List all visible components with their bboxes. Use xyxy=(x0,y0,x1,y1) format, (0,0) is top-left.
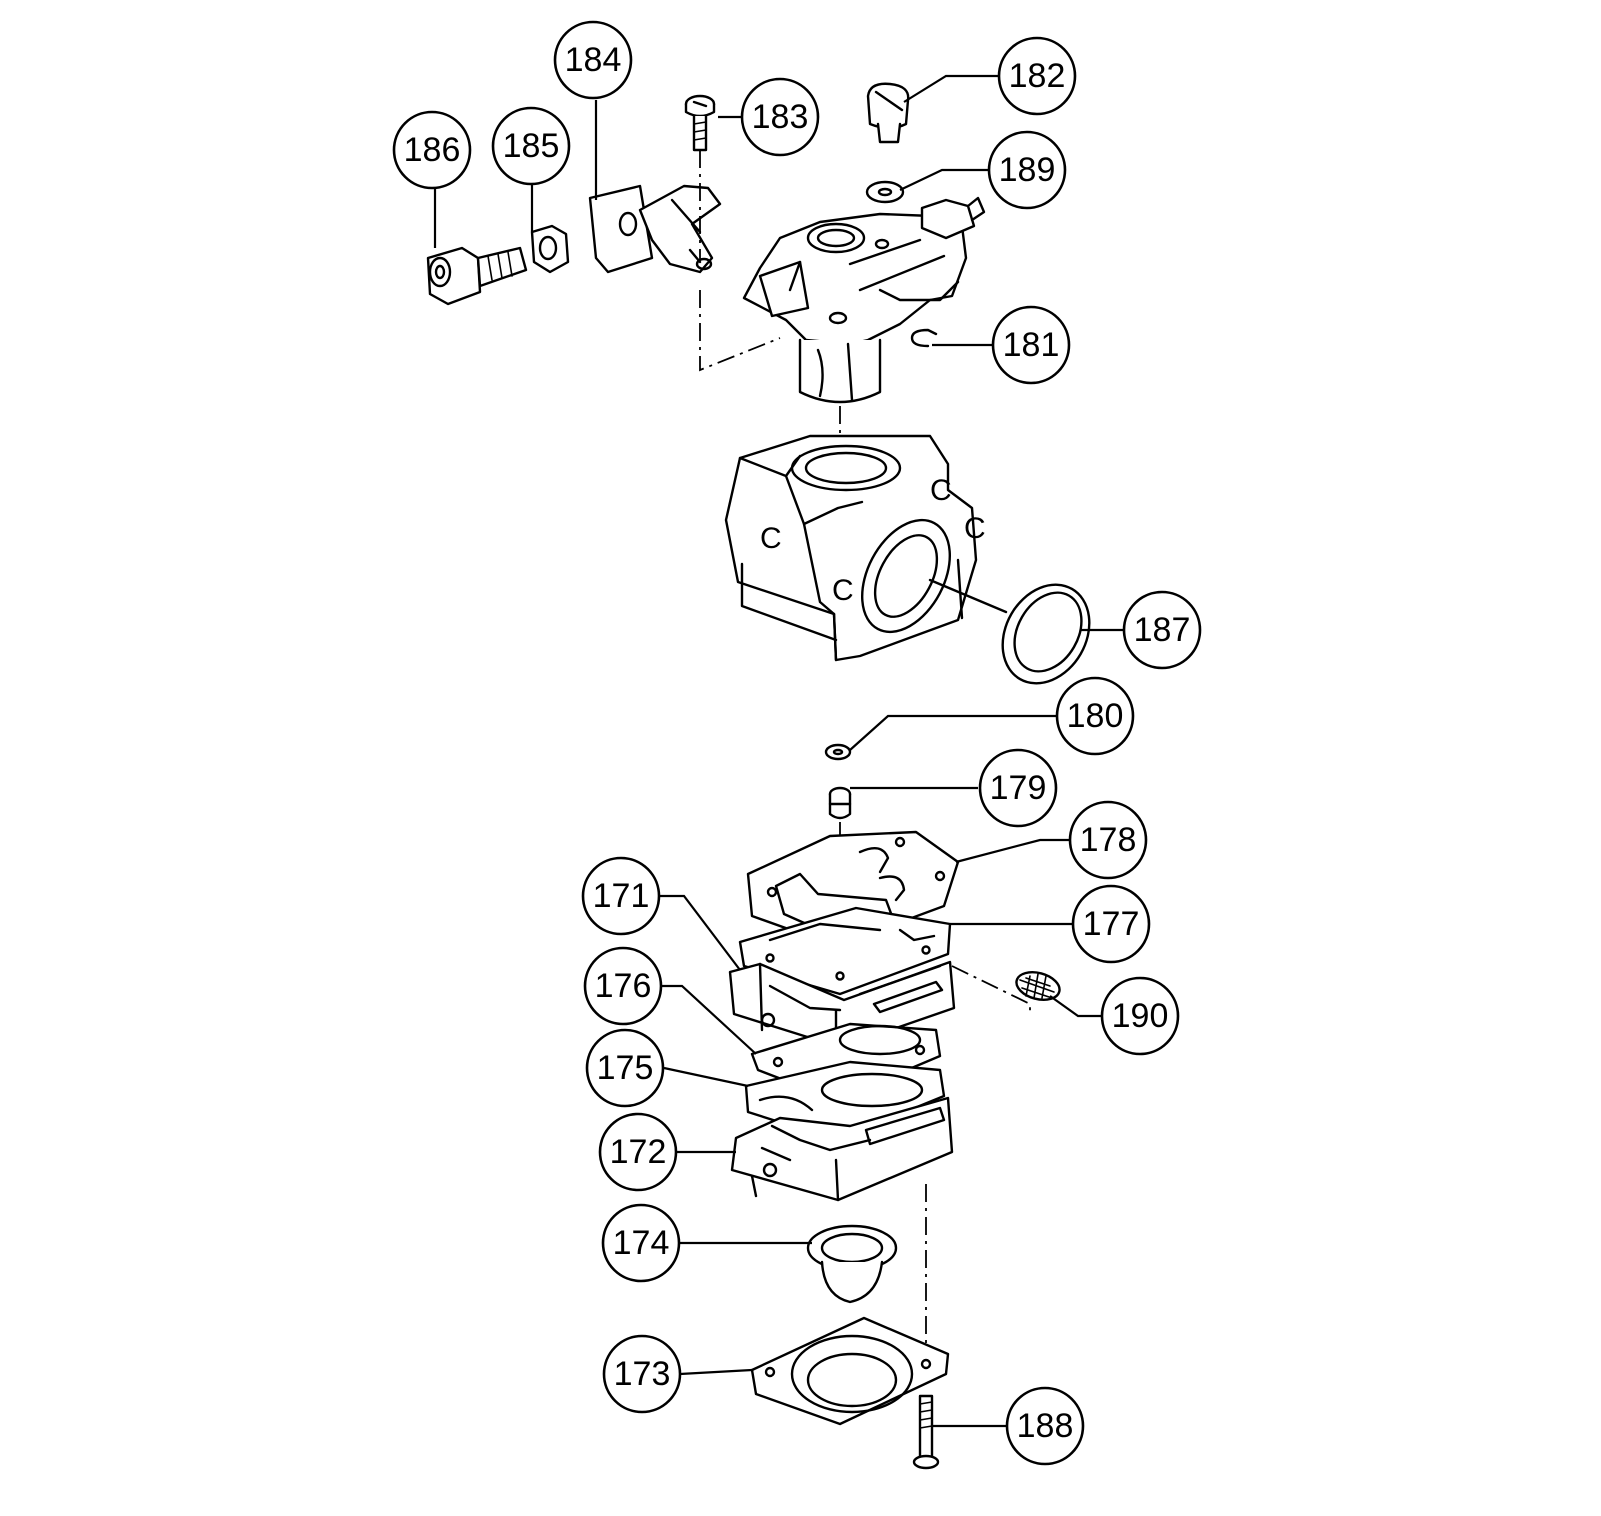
leader-lines xyxy=(433,74,1124,1428)
throttle-body-drawing xyxy=(742,196,986,404)
axis-line-184-body xyxy=(699,290,781,372)
callout-189: 189 xyxy=(987,130,1067,210)
callout-187: 187 xyxy=(1122,590,1202,670)
svg-text:179: 179 xyxy=(990,769,1047,807)
part-189-drawing xyxy=(865,180,905,204)
svg-text:181: 181 xyxy=(1003,326,1060,364)
svg-text:178: 178 xyxy=(1080,821,1137,859)
axis-line-187 xyxy=(928,578,1008,614)
svg-text:173: 173 xyxy=(614,1355,671,1393)
part-185-drawing xyxy=(530,224,570,274)
callout-176: 176 xyxy=(583,946,663,1026)
part-182-drawing xyxy=(866,82,910,144)
callout-184: 184 xyxy=(553,20,633,100)
svg-text:185: 185 xyxy=(503,127,560,165)
callout-179: 179 xyxy=(978,748,1058,828)
callout-175: 175 xyxy=(585,1028,665,1108)
part-172-drawing xyxy=(730,1096,954,1202)
part-183-drawing xyxy=(684,94,716,152)
callout-173: 173 xyxy=(602,1334,682,1414)
callout-185: 185 xyxy=(491,106,571,186)
body-mark-4: C xyxy=(964,512,986,545)
body-mark-2: C xyxy=(832,574,854,607)
svg-text:174: 174 xyxy=(613,1224,670,1262)
carburetor-body-drawing: C C C C xyxy=(724,434,986,662)
callout-178: 178 xyxy=(1068,800,1148,880)
part-177-drawing xyxy=(738,906,952,996)
svg-text:190: 190 xyxy=(1112,997,1169,1035)
body-mark-1: C xyxy=(760,522,782,555)
svg-text:187: 187 xyxy=(1134,611,1191,649)
svg-text:180: 180 xyxy=(1067,697,1124,735)
svg-text:176: 176 xyxy=(595,967,652,1005)
svg-text:183: 183 xyxy=(752,98,809,136)
svg-text:188: 188 xyxy=(1017,1407,1074,1445)
svg-text:175: 175 xyxy=(597,1049,654,1087)
part-174-drawing xyxy=(806,1224,898,1304)
svg-text:184: 184 xyxy=(565,41,622,79)
svg-text:189: 189 xyxy=(999,151,1056,189)
svg-text:172: 172 xyxy=(610,1133,667,1171)
callout-182: 182 xyxy=(997,36,1077,116)
callout-181: 181 xyxy=(991,305,1071,385)
part-188-drawing xyxy=(912,1394,940,1470)
callout-172: 172 xyxy=(598,1112,678,1192)
callout-188: 188 xyxy=(1005,1386,1085,1466)
part-184-drawing xyxy=(588,184,722,274)
callout-180: 180 xyxy=(1055,676,1135,756)
svg-text:182: 182 xyxy=(1009,57,1066,95)
callout-190: 190 xyxy=(1100,976,1180,1056)
callout-171: 171 xyxy=(581,856,661,936)
svg-text:177: 177 xyxy=(1083,905,1140,943)
part-187-drawing xyxy=(1001,583,1091,685)
part-173-drawing xyxy=(750,1316,950,1426)
body-mark-3: C xyxy=(930,474,952,507)
part-181-drawing xyxy=(910,328,938,348)
callout-177: 177 xyxy=(1071,884,1151,964)
part-180-drawing xyxy=(824,743,852,761)
part-179-drawing xyxy=(828,786,852,820)
svg-text:171: 171 xyxy=(593,877,650,915)
part-190-drawing xyxy=(1015,971,1061,1001)
svg-text:186: 186 xyxy=(404,131,461,169)
callout-186: 186 xyxy=(392,110,472,190)
callout-174: 174 xyxy=(601,1203,681,1283)
part-186-drawing xyxy=(426,246,528,306)
callout-183: 183 xyxy=(740,77,820,157)
